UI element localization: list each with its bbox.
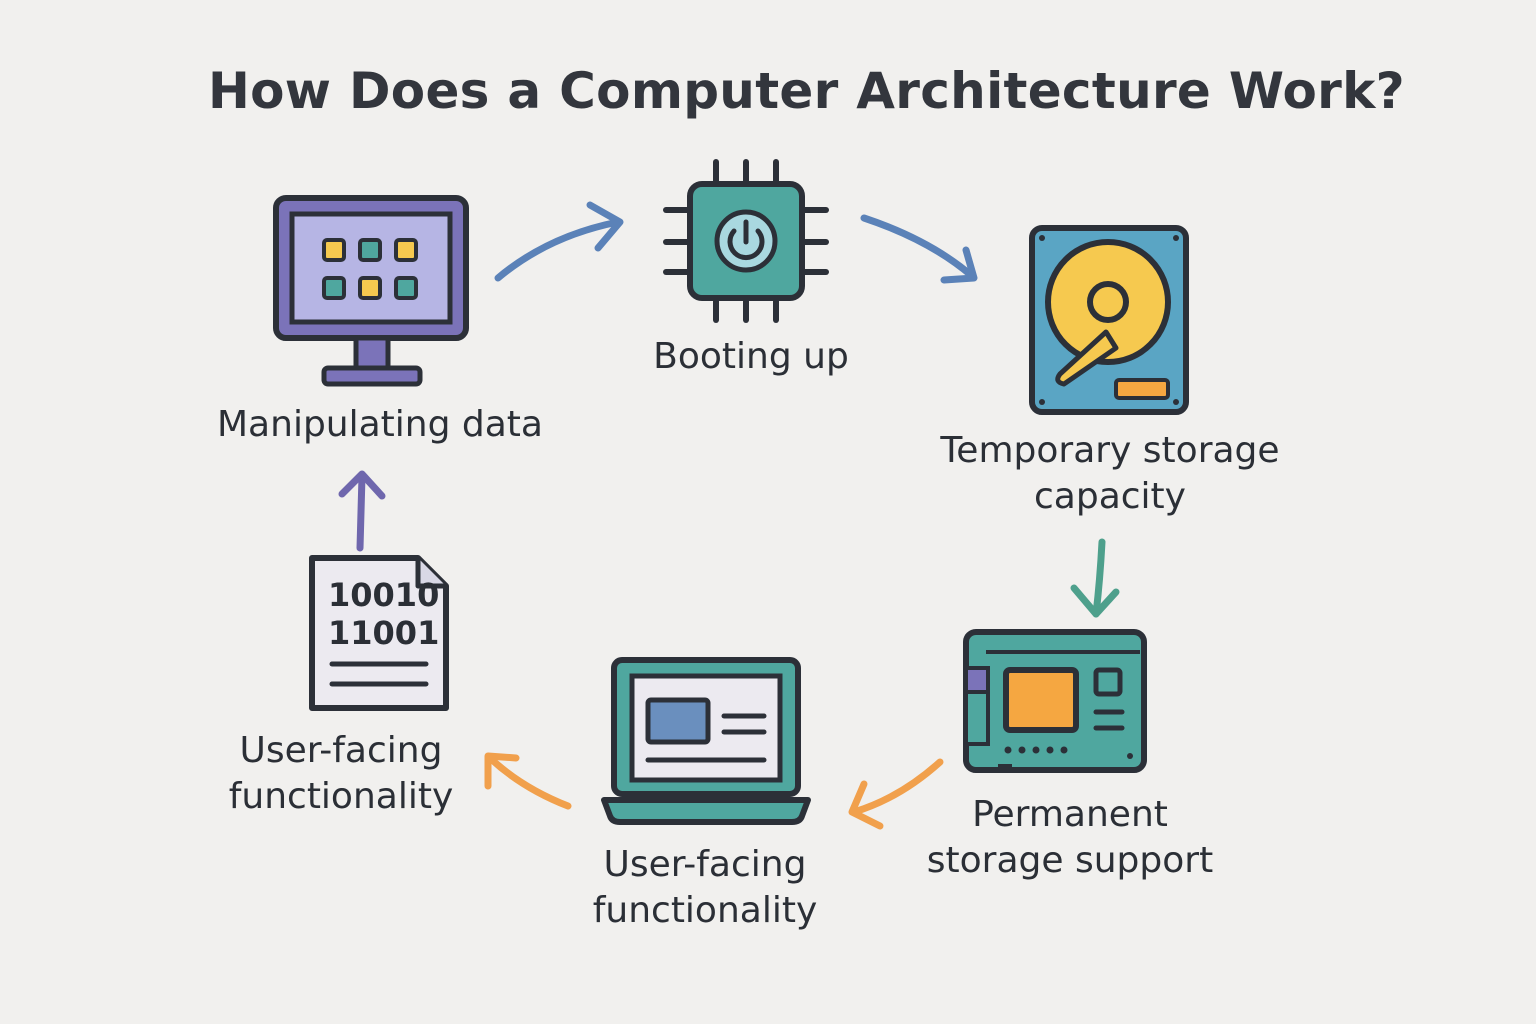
step-label-document-functionality: User-facing functionality (228, 730, 454, 817)
step-label-permanent-storage: Permanent storage support (926, 794, 1214, 881)
laptop-icon (601, 657, 811, 825)
cpu-power-icon (663, 159, 829, 323)
step-label-manipulating-data: Manipulating data (217, 404, 543, 445)
diagram-title: How Does a Computer Architecture Work? (208, 62, 1405, 120)
arrow-drive-to-board (1070, 538, 1120, 618)
monitor-icon (273, 195, 469, 387)
circuit-board-icon (963, 629, 1147, 773)
hard-drive-icon (1029, 225, 1189, 415)
binary-document-icon: 10010 11001 (309, 555, 449, 711)
arrow-laptop-to-document (484, 752, 572, 810)
binary-line-1: 10010 (328, 576, 439, 614)
step-label-booting-up: Booting up (653, 336, 849, 377)
binary-line-2: 11001 (328, 614, 439, 652)
step-label-laptop-functionality: User-facing functionality (592, 844, 818, 931)
arrow-monitor-to-cpu (494, 201, 624, 282)
step-label-temporary-storage: Temporary storage capacity (940, 430, 1280, 517)
arrow-cpu-to-drive (860, 214, 978, 284)
arrow-document-to-monitor (338, 470, 386, 552)
